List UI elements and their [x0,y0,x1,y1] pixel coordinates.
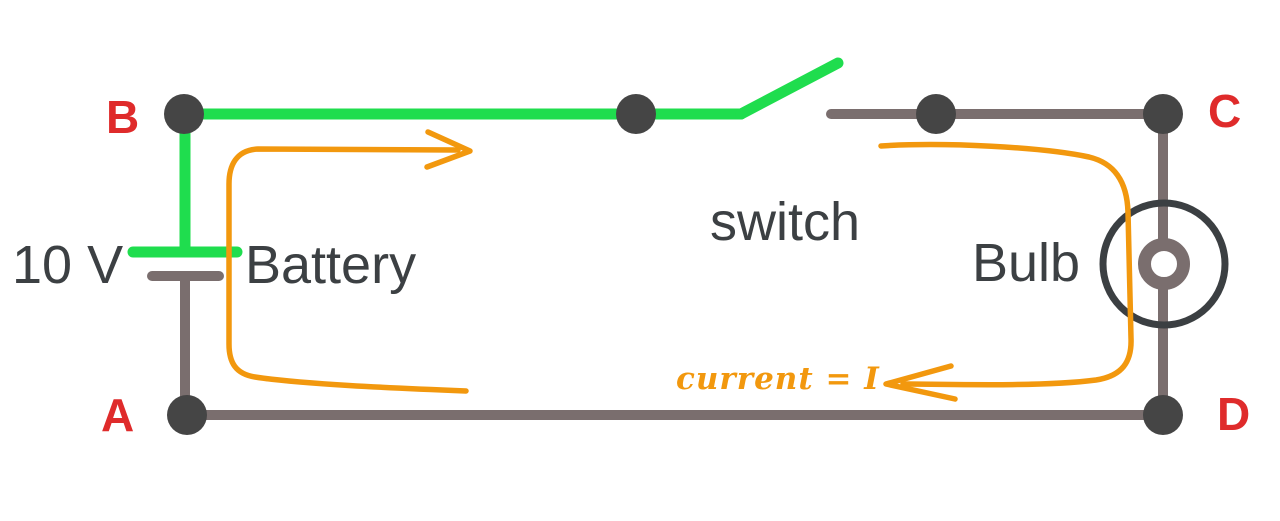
bulb-label: Bulb [972,233,1080,293]
current-loop-left [226,146,469,394]
current-arrow-left-icon [883,363,958,402]
node-d-label: D [1217,388,1250,440]
node-c-label: C [1208,85,1241,137]
switch-node-right [916,94,956,134]
switch-lever-open [735,57,844,120]
node-a-label: A [101,389,134,441]
node-b [164,94,204,134]
node-a [167,395,207,435]
current-label: current = I [676,361,880,397]
current-arrow-right-icon [424,129,473,170]
node-c [1143,94,1183,134]
bulb-outer-circle [1099,199,1229,329]
battery-label: Battery [245,235,416,295]
voltage-label: 10 V [12,235,123,295]
node-d [1143,395,1183,435]
switch-label: switch [710,192,860,252]
bulb-filament-ring [1138,238,1190,290]
current-loop-right [878,141,1134,388]
switch-node-left [616,94,656,134]
node-b-label: B [106,91,139,143]
